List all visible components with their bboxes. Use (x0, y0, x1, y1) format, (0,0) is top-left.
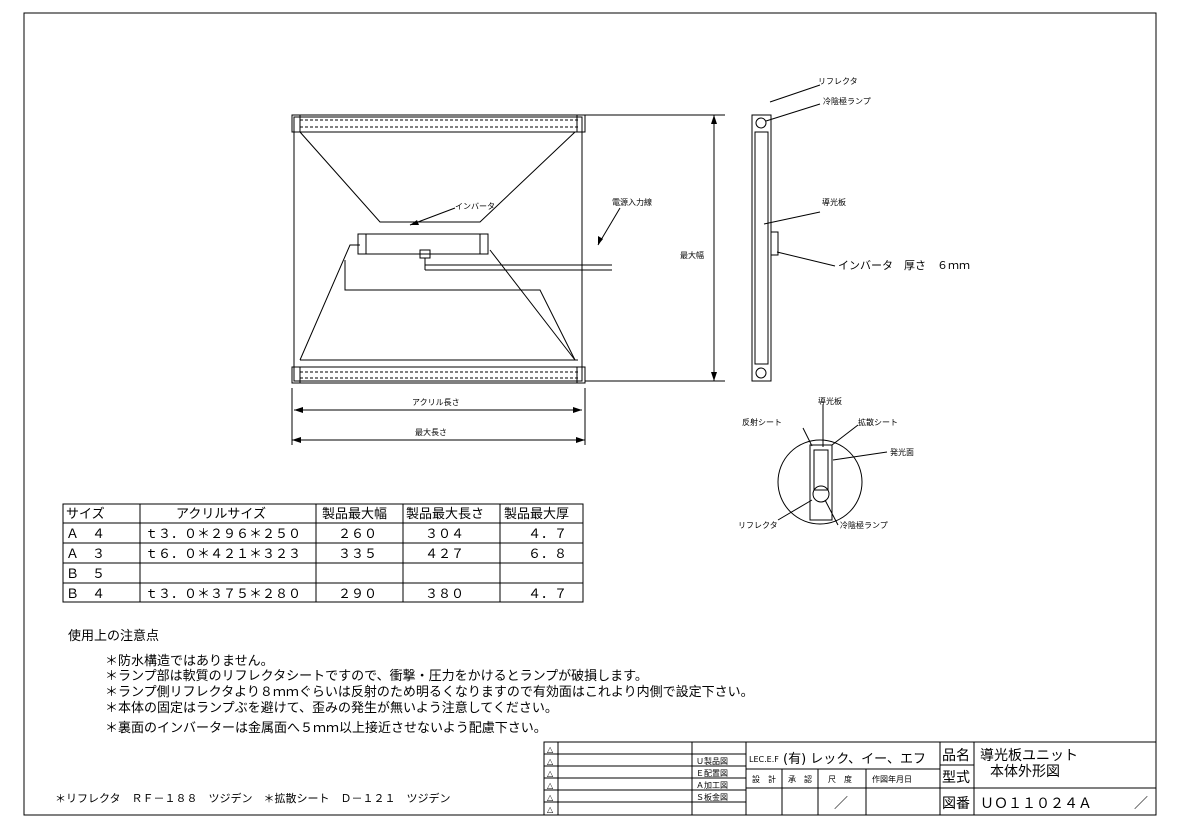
table-cell: ｔ６．０＊４２１＊３２３ (145, 547, 301, 562)
name-label: 品名 (942, 748, 970, 764)
rev-mark: △ (547, 793, 554, 802)
note-item: ＊防水構造ではありません。 (105, 653, 274, 669)
drawing-type-code: Ａ加工図 (696, 780, 728, 790)
label-reflector: リフレクタ (818, 77, 858, 86)
role-approve: 承 認 (788, 774, 812, 784)
table-cell: ３３５ (338, 547, 377, 562)
drawing-type-code: Ｓ板金図 (696, 792, 728, 802)
table-header-thickness: 製品最大厚 (504, 507, 569, 522)
table-cell: ２６０ (338, 527, 377, 542)
drawing-type-code: Ｅ配置図 (696, 769, 728, 778)
detail-reflector: リフレクタ (738, 521, 778, 530)
table-cell: Ａ ３ (66, 547, 105, 562)
detail-light-guide: 導光板 (818, 396, 842, 406)
table-cell: ｔ３．０＊２９６＊２５０ (145, 527, 301, 542)
notes-title: 使用上の注意点 (68, 628, 159, 644)
rev-mark: △ (547, 805, 554, 814)
table-header-width: 製品最大幅 (322, 507, 387, 522)
role-date: 作図年月日 (872, 774, 912, 784)
table-cell: ４．７ (528, 587, 567, 602)
label-power-input-line: 電源入力線 (612, 197, 652, 207)
detail-reflect-sheet: 反射シート (742, 417, 782, 427)
note-item: ＊裏面のインバーターは金属面へ５ｍｍ以上接近させないよう配慮下さい。 (105, 720, 547, 736)
table-cell: ６．８ (528, 547, 567, 562)
label-max-length: 最大長さ (415, 427, 447, 437)
label-acrylic-length: アクリル長さ (412, 398, 460, 407)
note-item: ＊本体の固定はランプぶを避けて、歪みの発生が無いよう注意してください。 (105, 700, 558, 716)
product-name: 導光板ユニット (980, 748, 1078, 764)
product-subtitle: 本体外形図 (990, 764, 1060, 780)
table-cell: Ｂ ４ (66, 587, 105, 602)
drawing-number: ＵＯ１１０２４Ａ ／ (980, 796, 1148, 812)
table-header-acrylic: アクリルサイズ (176, 506, 266, 522)
front-view (291, 114, 725, 445)
label-light-guide-plate: 導光板 (822, 197, 846, 207)
detail-lamp: 冷陰極ランプ (840, 520, 888, 530)
rev-mark: △ (547, 769, 554, 778)
detail-emit-face: 発光面 (890, 447, 914, 457)
rev-mark: △ (547, 757, 554, 766)
scale-value: ／ (834, 796, 848, 812)
detail-view (777, 405, 888, 526)
footer-note: ＊リフレクタ ＲＦ－１８８ ツジデン ＊拡散シート Ｄ－１２１ ツジデン (55, 791, 451, 805)
rev-mark: △ (547, 781, 554, 790)
table-cell: ４．７ (528, 527, 567, 542)
title-block-grid (543, 741, 1157, 816)
drawing-type-code: Ｕ製品図 (696, 756, 728, 766)
table-cell: ４２７ (425, 547, 464, 562)
label-cold-cathode-lamp: 冷陰極ランプ (823, 96, 871, 106)
note-item: ＊ランプ側リフレクタより８ｍｍぐらいは反射のため明るくなりますので有効面はこれよ… (105, 684, 754, 700)
spec-table-grid (62, 503, 584, 603)
label-max-width: 最大幅 (680, 250, 704, 260)
table-header-length: 製品最大長さ (406, 507, 484, 522)
company-code: LEC.E.F (749, 755, 779, 764)
table-cell: ３８０ (425, 587, 464, 602)
note-item: ＊ランプ部は軟質のリフレクタシートですので、衝撃・圧力をかけるとランプが破損しま… (105, 668, 648, 684)
table-header-size: サイズ (66, 506, 105, 522)
drawing-no-label: 図番 (942, 796, 970, 812)
table-cell: Ｂ ５ (66, 567, 105, 582)
table-cell: ｔ３．０＊３７５＊２８０ (145, 587, 301, 602)
table-cell: ３０４ (425, 527, 464, 542)
rev-mark: △ (547, 745, 554, 754)
role-design: 設 計 (752, 774, 776, 784)
side-view (751, 84, 836, 382)
table-cell: Ａ ４ (66, 527, 105, 542)
label-inverter-thickness: インバータ 厚さ ６ｍｍ (838, 259, 970, 272)
company-name: (有) レック、イー、エフ (783, 752, 926, 767)
table-cell: ２９０ (338, 587, 377, 602)
detail-diffuse-sheet: 拡散シート (858, 417, 898, 427)
role-scale: 尺 度 (828, 774, 852, 784)
label-inverter: インバータ (455, 202, 495, 211)
model-label: 型式 (942, 770, 970, 786)
